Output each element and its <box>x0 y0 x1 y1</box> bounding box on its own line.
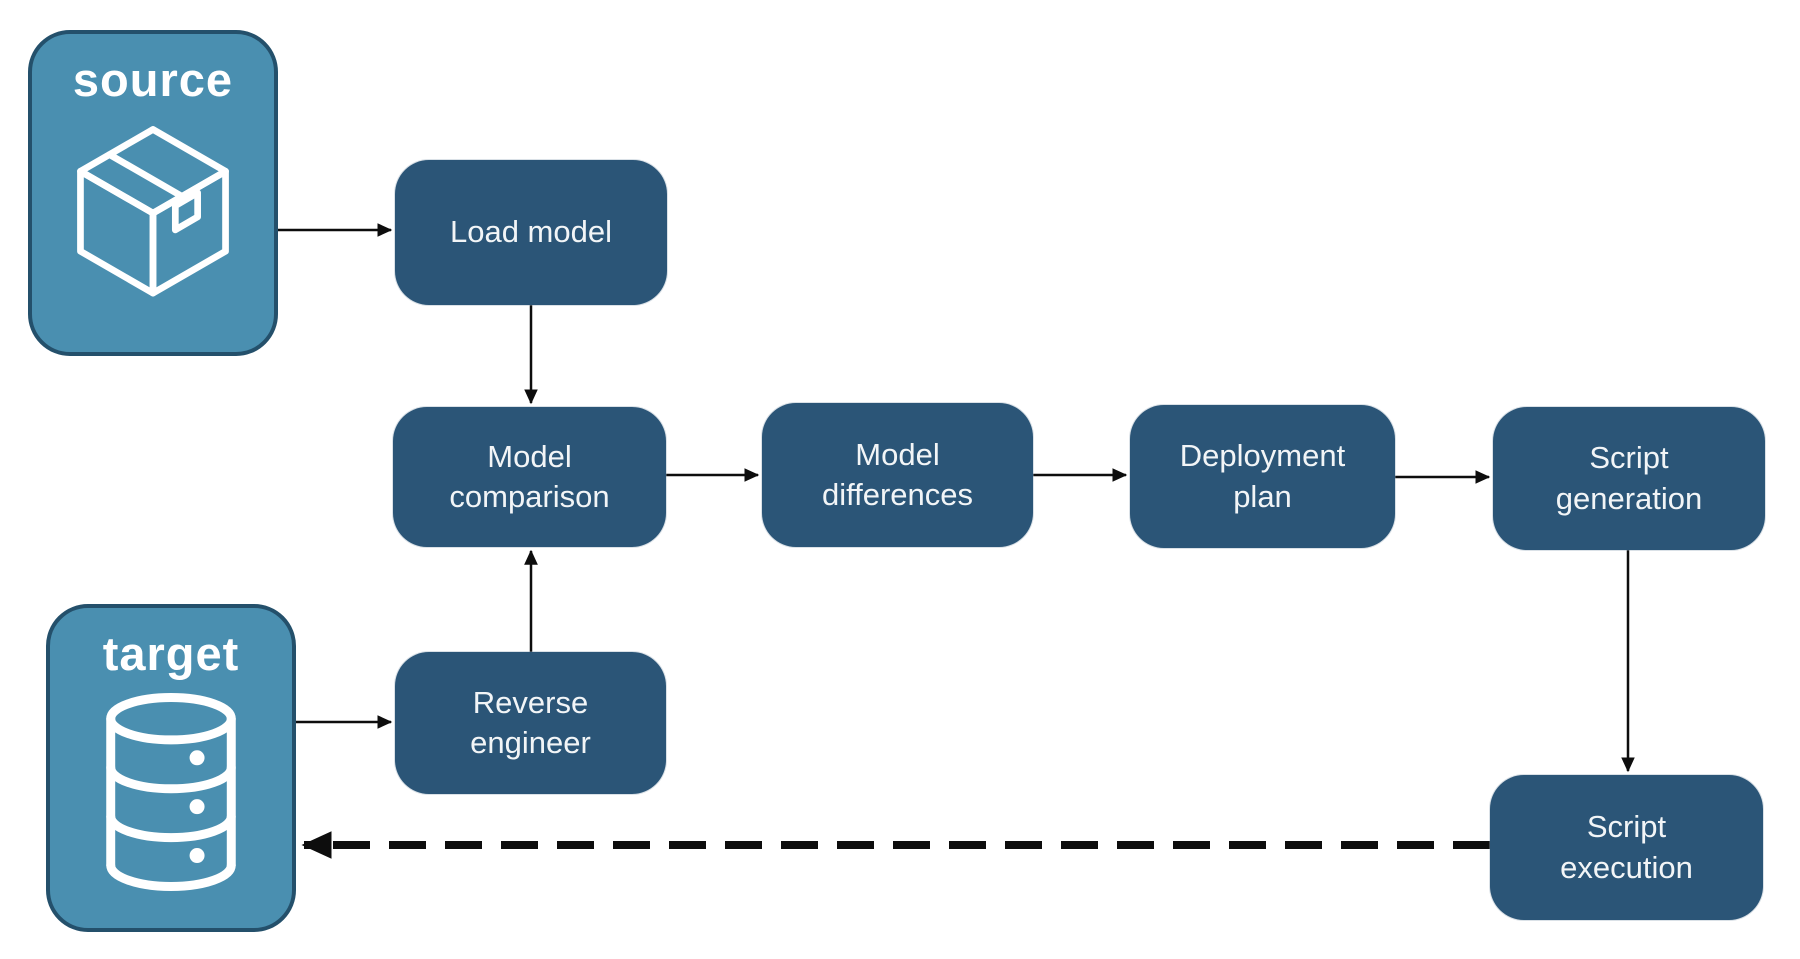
node-deployment-plan: Deployment plan <box>1130 405 1395 548</box>
node-deployment-plan-label: Deployment plan <box>1179 438 1346 514</box>
target-label: target <box>102 627 240 680</box>
node-script-generation-label: Script generation <box>1555 440 1703 516</box>
node-script-execution-label: Script execution <box>1560 809 1693 885</box>
package-icon <box>77 126 229 297</box>
target-node: target <box>46 604 296 932</box>
node-reverse-engineer: Reverse engineer <box>395 652 666 794</box>
node-model-differences-label: Model differences <box>821 436 974 512</box>
database-icon <box>106 693 236 891</box>
node-model-differences: Model differences <box>762 403 1033 547</box>
node-model-comparison: Model comparison <box>393 407 666 547</box>
node-model-comparison-label: Model comparison <box>449 438 610 514</box>
source-node: source <box>28 30 278 356</box>
node-script-execution: Script execution <box>1490 775 1763 920</box>
node-load-model: Load model <box>395 160 667 305</box>
node-reverse-engineer-label: Reverse engineer <box>470 684 591 760</box>
source-label: source <box>72 53 234 106</box>
node-script-generation: Script generation <box>1493 407 1765 550</box>
node-load-model-label: Load model <box>449 214 612 250</box>
